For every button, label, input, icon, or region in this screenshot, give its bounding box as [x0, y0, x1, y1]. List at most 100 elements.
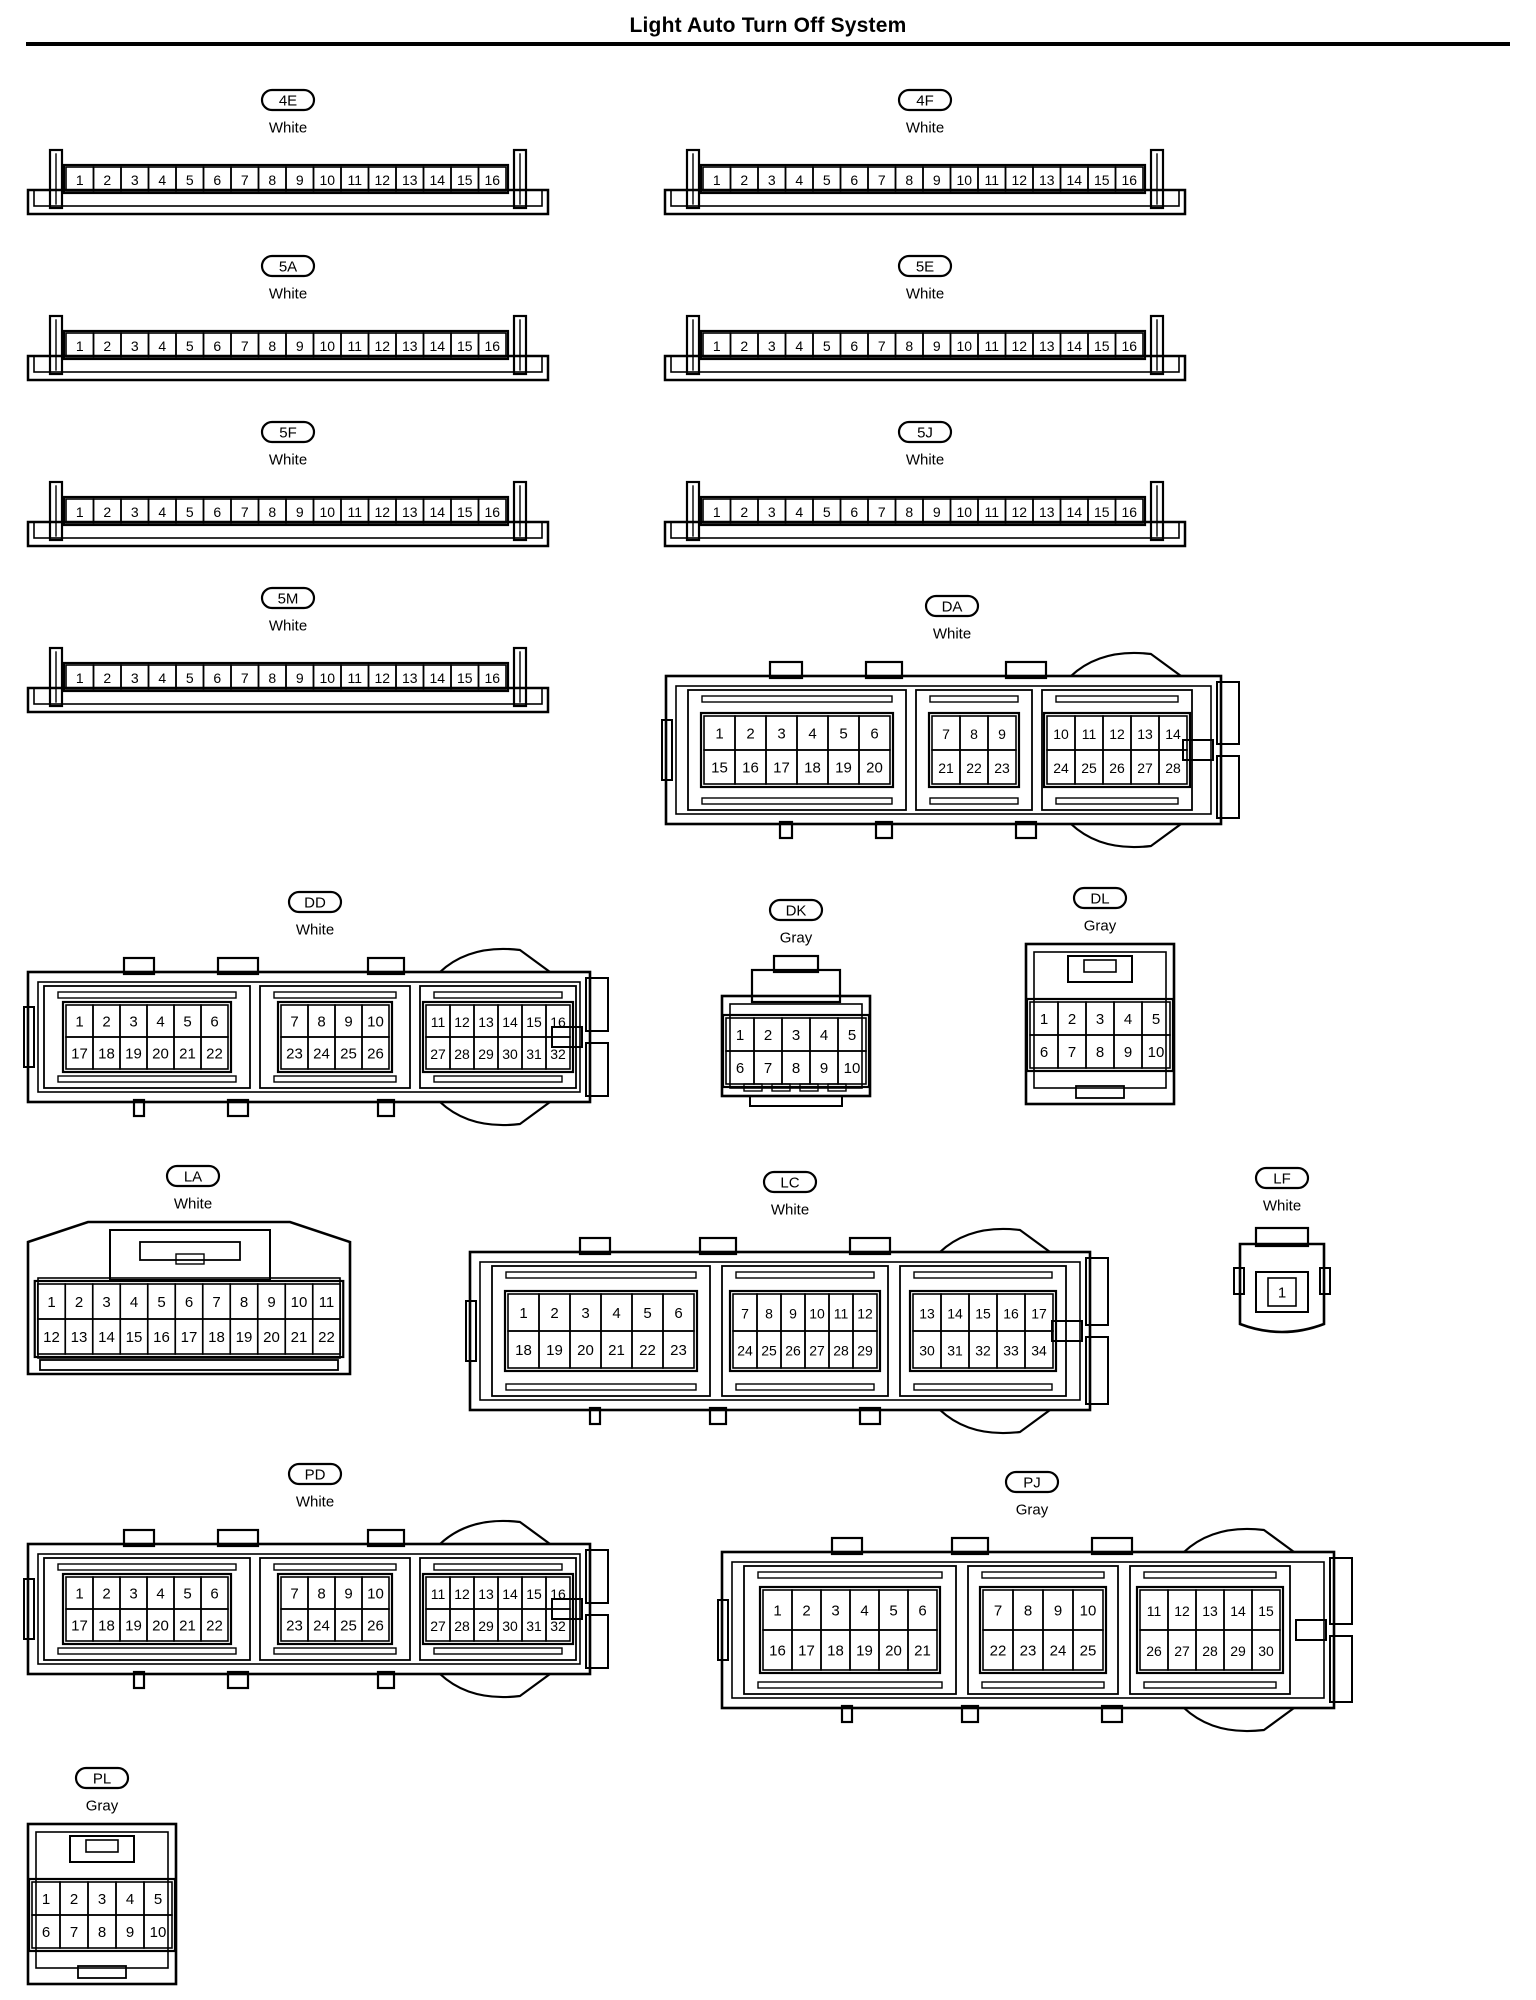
pin-number: 4: [612, 1305, 620, 1322]
pin-number: 11: [431, 1014, 446, 1030]
pin-number: 8: [268, 172, 276, 188]
pin-number: 3: [98, 1891, 106, 1908]
connector-color: Gray: [1016, 1502, 1049, 1519]
pin-number: 20: [866, 760, 883, 777]
ecu-tab-bottom: [226, 1098, 250, 1118]
connector-color: White: [269, 452, 307, 469]
pin-cell: [1158, 749, 1188, 785]
ecu-pin-frame: [276, 1572, 394, 1646]
ecu-slot: [57, 1563, 237, 1571]
pin-number: 26: [785, 1343, 801, 1359]
ecu-slot: [273, 1647, 397, 1655]
ecu-tab-bottom: [376, 1098, 396, 1118]
pin-number: 14: [1066, 338, 1082, 354]
pin-number: 34: [1031, 1343, 1047, 1359]
pin-number: 25: [340, 1618, 357, 1635]
ecu-hood-top: [439, 1519, 551, 1545]
ecu-housing: [468, 1250, 1092, 1412]
pin-number: 21: [291, 1329, 308, 1346]
ecu-group-frame: [1129, 1565, 1291, 1695]
strip-post-right: [1149, 480, 1165, 542]
ecu-tab-top: [768, 660, 804, 680]
pin-number: 7: [878, 504, 886, 520]
connector-id: 5J: [917, 425, 933, 442]
pin-number: 5: [889, 1603, 897, 1620]
pin-number: 21: [179, 1046, 196, 1063]
pin-number: 4: [156, 1586, 164, 1603]
pin-number: 2: [1068, 1011, 1076, 1028]
pin-cell: [1024, 1330, 1054, 1369]
pin-number: 15: [526, 1014, 542, 1030]
pin-cell: [361, 1036, 390, 1070]
pin-number: 18: [208, 1329, 225, 1346]
ecu-side-clip: [661, 719, 673, 781]
pin-number: 13: [402, 670, 418, 686]
strip-post-right: [512, 148, 528, 210]
pin-number: 15: [457, 172, 473, 188]
pin-number: 4: [795, 172, 803, 188]
pin-number: 2: [103, 504, 111, 520]
ecu-slot: [929, 695, 1019, 703]
pin-number: 8: [765, 1306, 773, 1322]
ecu-pin-frame: [728, 1289, 882, 1373]
ecu-group-frame: [915, 689, 1033, 811]
connector-id: PJ: [1023, 1475, 1041, 1492]
connector-id: PD: [305, 1467, 326, 1484]
pin-number: 16: [1003, 1306, 1019, 1322]
pin-number: 7: [878, 172, 886, 188]
pin-cell: [200, 1608, 229, 1642]
ecu-slot: [757, 1571, 943, 1579]
strip-base-inner: [670, 521, 1180, 539]
strip-post-right: [1149, 314, 1165, 376]
pin-number: 12: [1109, 726, 1125, 742]
pin-number: 13: [402, 172, 418, 188]
pin-number: 3: [768, 338, 776, 354]
pin-number: 10: [809, 1306, 825, 1322]
pin-number: 5: [823, 338, 831, 354]
pin-number: 2: [103, 172, 111, 188]
ecu-group-frame: [259, 985, 411, 1089]
ecu-group-frame: [43, 985, 251, 1089]
pin-number: 7: [241, 172, 249, 188]
pin-number: 22: [639, 1342, 656, 1359]
la-pin-frame: [33, 1279, 345, 1359]
ecu-side-clip: [23, 1006, 35, 1068]
la-hood: [109, 1229, 271, 1281]
connector-id-badge: [165, 1164, 221, 1188]
pin-number: 4: [820, 1027, 828, 1044]
pin-number: 4: [795, 504, 803, 520]
pin-number: 10: [150, 1924, 167, 1941]
pin-cell: [1251, 1629, 1281, 1671]
pin-number: 8: [240, 1294, 248, 1311]
strip-post-left: [685, 480, 701, 542]
pin-number: 10: [319, 338, 335, 354]
pin-number: 7: [70, 1924, 78, 1941]
pin-number: 12: [374, 338, 390, 354]
strip-post-right: [512, 480, 528, 542]
pin-cell: [837, 1050, 867, 1085]
strip-post-left: [685, 148, 701, 210]
pin-number: 19: [835, 760, 852, 777]
pin-number: 5: [186, 670, 194, 686]
pin-number: 8: [905, 504, 913, 520]
pin-number: 16: [769, 1643, 786, 1660]
pin-number: 11: [984, 338, 999, 354]
ecu-tab-top: [864, 660, 904, 680]
pin-number: 17: [181, 1329, 198, 1346]
strip-base-inner: [670, 355, 1180, 373]
strip-pin-frame: [62, 495, 510, 527]
ecu-slot: [433, 1563, 563, 1571]
connector-color: Gray: [780, 930, 813, 947]
connector-id-badge: [1004, 1470, 1060, 1494]
ecu-housing-inner: [675, 685, 1212, 815]
la-lock: [139, 1241, 241, 1261]
strip-pin-frame: [62, 329, 510, 361]
